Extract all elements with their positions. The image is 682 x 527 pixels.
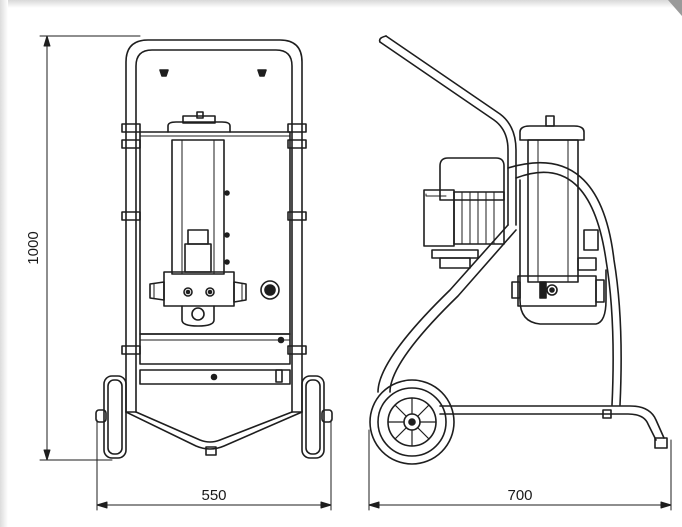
dimension-side-depth [368, 429, 672, 511]
frame-shadow-top [0, 0, 682, 8]
dimension-front-width [96, 419, 332, 511]
front-left-wheel [95, 375, 127, 459]
front-base-triangle [125, 411, 303, 450]
dimension-height [39, 35, 141, 461]
front-gauge-knob [260, 280, 280, 300]
front-back-panel [139, 131, 291, 335]
front-view [95, 39, 333, 459]
front-filter-bowl [171, 139, 225, 275]
front-frame-outer [125, 39, 303, 413]
front-lower-shelf [139, 333, 291, 365]
side-filter-bowl [527, 139, 579, 283]
side-handle-tube [379, 41, 509, 226]
side-wheel [369, 379, 455, 465]
front-right-wheel [301, 375, 333, 459]
front-width-dimension-label: 550 [201, 487, 226, 504]
frame-shadow-left [0, 0, 8, 527]
side-bottom-rail [439, 405, 665, 439]
front-pump-block [163, 271, 235, 307]
side-motor [423, 157, 505, 269]
side-view [369, 35, 668, 465]
height-dimension-label: 1000 [25, 231, 42, 264]
front-frame-inner [135, 49, 293, 413]
front-filter-lid [167, 121, 231, 133]
side-curved-frame [515, 171, 614, 406]
side-depth-dimension-label: 700 [507, 487, 532, 504]
